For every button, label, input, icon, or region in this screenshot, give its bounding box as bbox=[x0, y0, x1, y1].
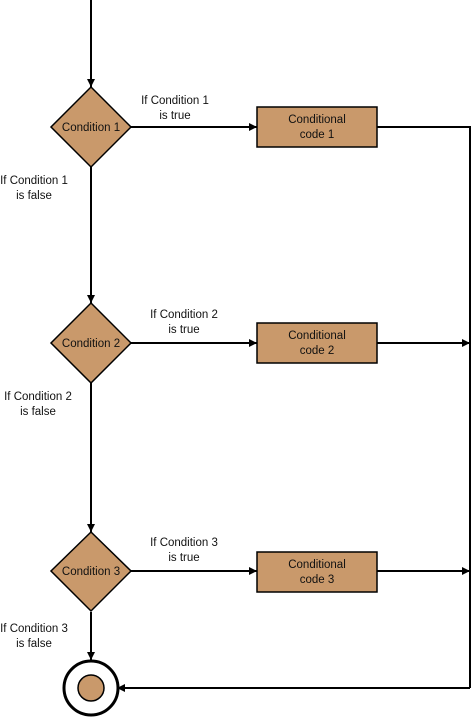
decision-label-1: Condition 1 bbox=[62, 122, 120, 134]
process-text-3a: Conditional bbox=[288, 559, 346, 571]
false-label-2b: is false bbox=[20, 406, 56, 418]
decision-label-3: Condition 3 bbox=[62, 566, 120, 578]
true-label-1a: If Condition 1 bbox=[141, 95, 209, 107]
process-box-3: Conditional code 3 bbox=[256, 551, 378, 593]
process-box-1: Conditional code 1 bbox=[256, 106, 378, 148]
false-label-3a: If Condition 3 bbox=[0, 623, 68, 635]
process-box-2: Conditional code 2 bbox=[256, 322, 378, 364]
true-label-3b: is true bbox=[168, 552, 199, 564]
process-text-3b: code 3 bbox=[300, 574, 335, 586]
true-label-2b: is true bbox=[168, 324, 199, 336]
process-rect-3 bbox=[256, 551, 378, 593]
process-rect-2 bbox=[256, 322, 378, 364]
true-label-2a: If Condition 2 bbox=[150, 309, 218, 321]
decision-label-2: Condition 2 bbox=[62, 338, 120, 350]
decision-1: Condition 1 bbox=[49, 85, 133, 169]
decision-diamond-3 bbox=[49, 530, 133, 613]
process-text-2a: Conditional bbox=[288, 330, 346, 342]
decision-3: Condition 3 bbox=[49, 530, 133, 613]
false-label-2a: If Condition 2 bbox=[4, 391, 72, 403]
merge-line-1 bbox=[377, 126, 471, 688]
false-label-1b: is false bbox=[16, 190, 52, 202]
false-label-1a: If Condition 1 bbox=[0, 175, 68, 187]
true-label-1b: is true bbox=[159, 110, 190, 122]
process-text-1a: Conditional bbox=[288, 114, 346, 126]
true-label-3a: If Condition 3 bbox=[150, 537, 218, 549]
process-text-1b: code 1 bbox=[300, 129, 335, 141]
end-node bbox=[62, 659, 120, 717]
false-label-3b: is false bbox=[16, 638, 52, 650]
decision-diamond-2 bbox=[49, 301, 133, 385]
process-text-2b: code 2 bbox=[300, 345, 335, 357]
decision-diamond-1 bbox=[49, 85, 133, 169]
process-rect-1 bbox=[256, 106, 378, 148]
decision-2: Condition 2 bbox=[49, 301, 133, 385]
end-inner-circle bbox=[77, 674, 105, 702]
